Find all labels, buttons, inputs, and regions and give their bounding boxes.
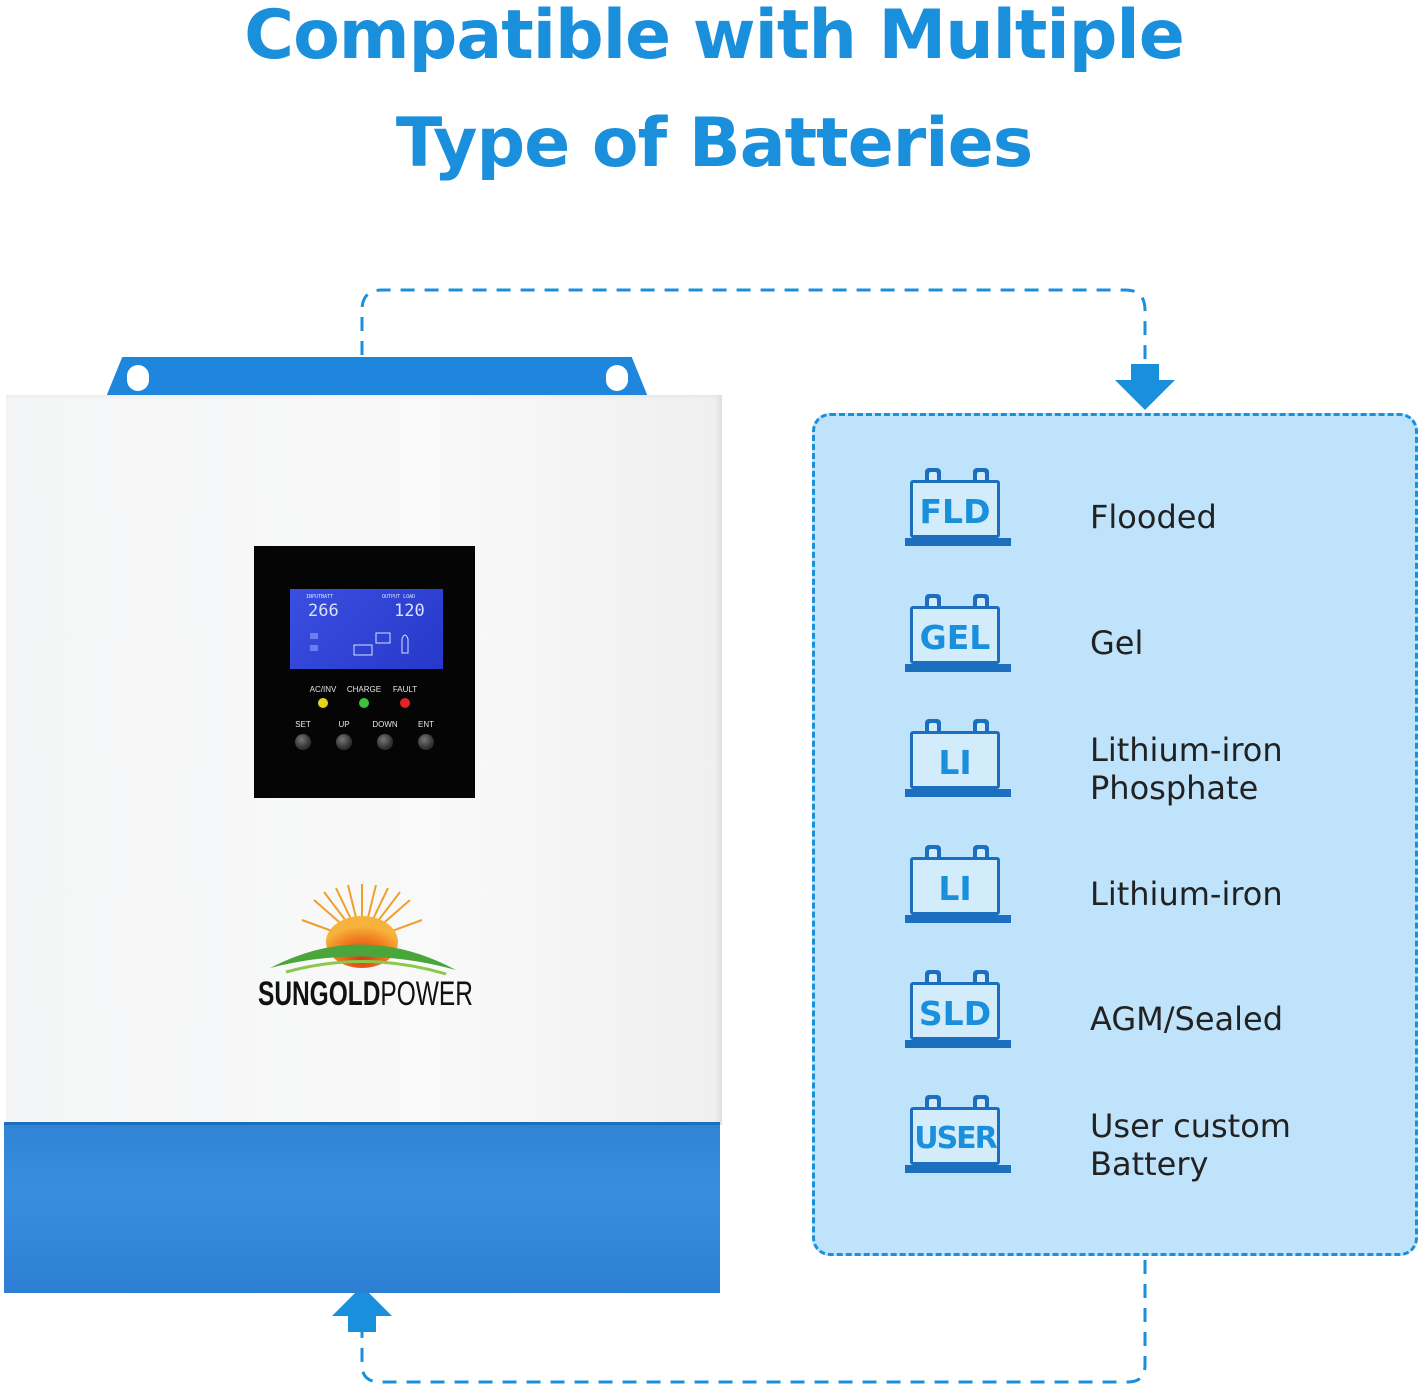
lcd-display: INPUTBATT 266 OUTPUT LOAD 120 (290, 589, 443, 669)
battery-icon: SLD (905, 970, 1011, 1054)
battery-code: GEL (919, 618, 991, 657)
down-button (377, 734, 393, 750)
button-label-ent: ENT (418, 720, 434, 729)
battery-terminal (973, 1095, 989, 1108)
fault-led (400, 698, 410, 708)
battery-code: FLD (919, 492, 991, 531)
battery-base (905, 1165, 1011, 1173)
lcd-input-value: 266 (308, 601, 339, 621)
battery-name-line1: Flooded (1090, 498, 1217, 536)
battery-body (910, 480, 1000, 538)
battery-code: USER (914, 1121, 998, 1156)
sun-logo-icon (270, 884, 456, 976)
battery-body (910, 606, 1000, 664)
brand-part2: POWER (380, 975, 473, 1013)
battery-name-line1: Gel (1090, 624, 1144, 662)
battery-terminal (925, 594, 941, 607)
battery-base (905, 915, 1011, 923)
up-button (336, 734, 352, 750)
battery-name-line1: User custom (1090, 1107, 1291, 1145)
bracket-hole (606, 365, 628, 391)
battery-name-line2: Phosphate (1090, 769, 1259, 807)
battery-icon: LI (905, 845, 1011, 929)
battery-icon: FLD (905, 468, 1011, 552)
battery-type-name: Flooded (1090, 498, 1217, 536)
inverter-base (4, 1122, 720, 1293)
battery-terminal (973, 594, 989, 607)
acinv-led (318, 698, 328, 708)
indicator-label-charge: CHARGE (346, 685, 382, 694)
ent-button (418, 734, 434, 750)
battery-name-line1: AGM/Sealed (1090, 1000, 1284, 1038)
inverter-device: INPUTBATT 266 OUTPUT LOAD 120 AC/INV CHA… (0, 0, 730, 1300)
battery-base (905, 789, 1011, 797)
mounting-bracket (106, 357, 648, 397)
battery-body (910, 857, 1000, 915)
battery-type-name: Gel (1090, 624, 1143, 662)
battery-code: SLD (918, 994, 992, 1033)
brand-logo: SUNGOLDPOWER (258, 975, 473, 1014)
indicator-label-acinv: AC/INV (309, 685, 337, 694)
battery-terminal (973, 845, 989, 858)
battery-body (910, 982, 1000, 1040)
arrow-up-icon (332, 1286, 392, 1332)
page-title-line-2: Type of Batteries (395, 104, 1033, 183)
battery-terminal (925, 468, 941, 481)
battery-terminal (925, 970, 941, 983)
battery-body (910, 731, 1000, 789)
page-title-line-1: Compatible with Multiple (244, 0, 1185, 75)
charge-led (359, 698, 369, 708)
indicator-label-fault: FAULT (392, 685, 418, 694)
brand-part1: SUNGOLD (258, 975, 381, 1013)
lcd-output-label: OUTPUT LOAD (382, 594, 416, 600)
battery-terminal (973, 970, 989, 983)
battery-code: LI (938, 869, 972, 908)
battery-terminal (973, 468, 989, 481)
battery-terminal (925, 845, 941, 858)
button-label-set: SET (295, 720, 311, 729)
battery-type-name: AGM/Sealed (1090, 1000, 1283, 1038)
battery-body (910, 1107, 1000, 1165)
battery-terminal (973, 719, 989, 732)
lcd-flow-icon (310, 632, 409, 656)
button-label-up: UP (338, 720, 350, 729)
battery-base (905, 538, 1011, 546)
battery-terminal (925, 1095, 941, 1108)
battery-base (905, 1040, 1011, 1048)
battery-icon: USER (905, 1095, 1011, 1179)
battery-name-line1: Lithium-iron (1090, 731, 1283, 769)
battery-base (905, 664, 1011, 672)
battery-terminal (925, 719, 941, 732)
set-button (295, 734, 311, 750)
bracket-hole (127, 365, 149, 391)
battery-icon: GEL (905, 594, 1011, 678)
lcd-output-value: 120 (394, 601, 425, 621)
battery-icon: LI (905, 719, 1011, 803)
battery-name-line1: Lithium-iron (1090, 875, 1283, 913)
lcd-input-label: INPUTBATT (306, 594, 334, 600)
battery-type-name: Lithium-iron (1090, 875, 1283, 913)
battery-code: LI (938, 743, 972, 782)
arrow-down-icon (1115, 364, 1175, 410)
control-panel (254, 546, 475, 798)
battery-name-line2: Battery (1090, 1145, 1209, 1183)
button-label-down: DOWN (372, 720, 398, 729)
